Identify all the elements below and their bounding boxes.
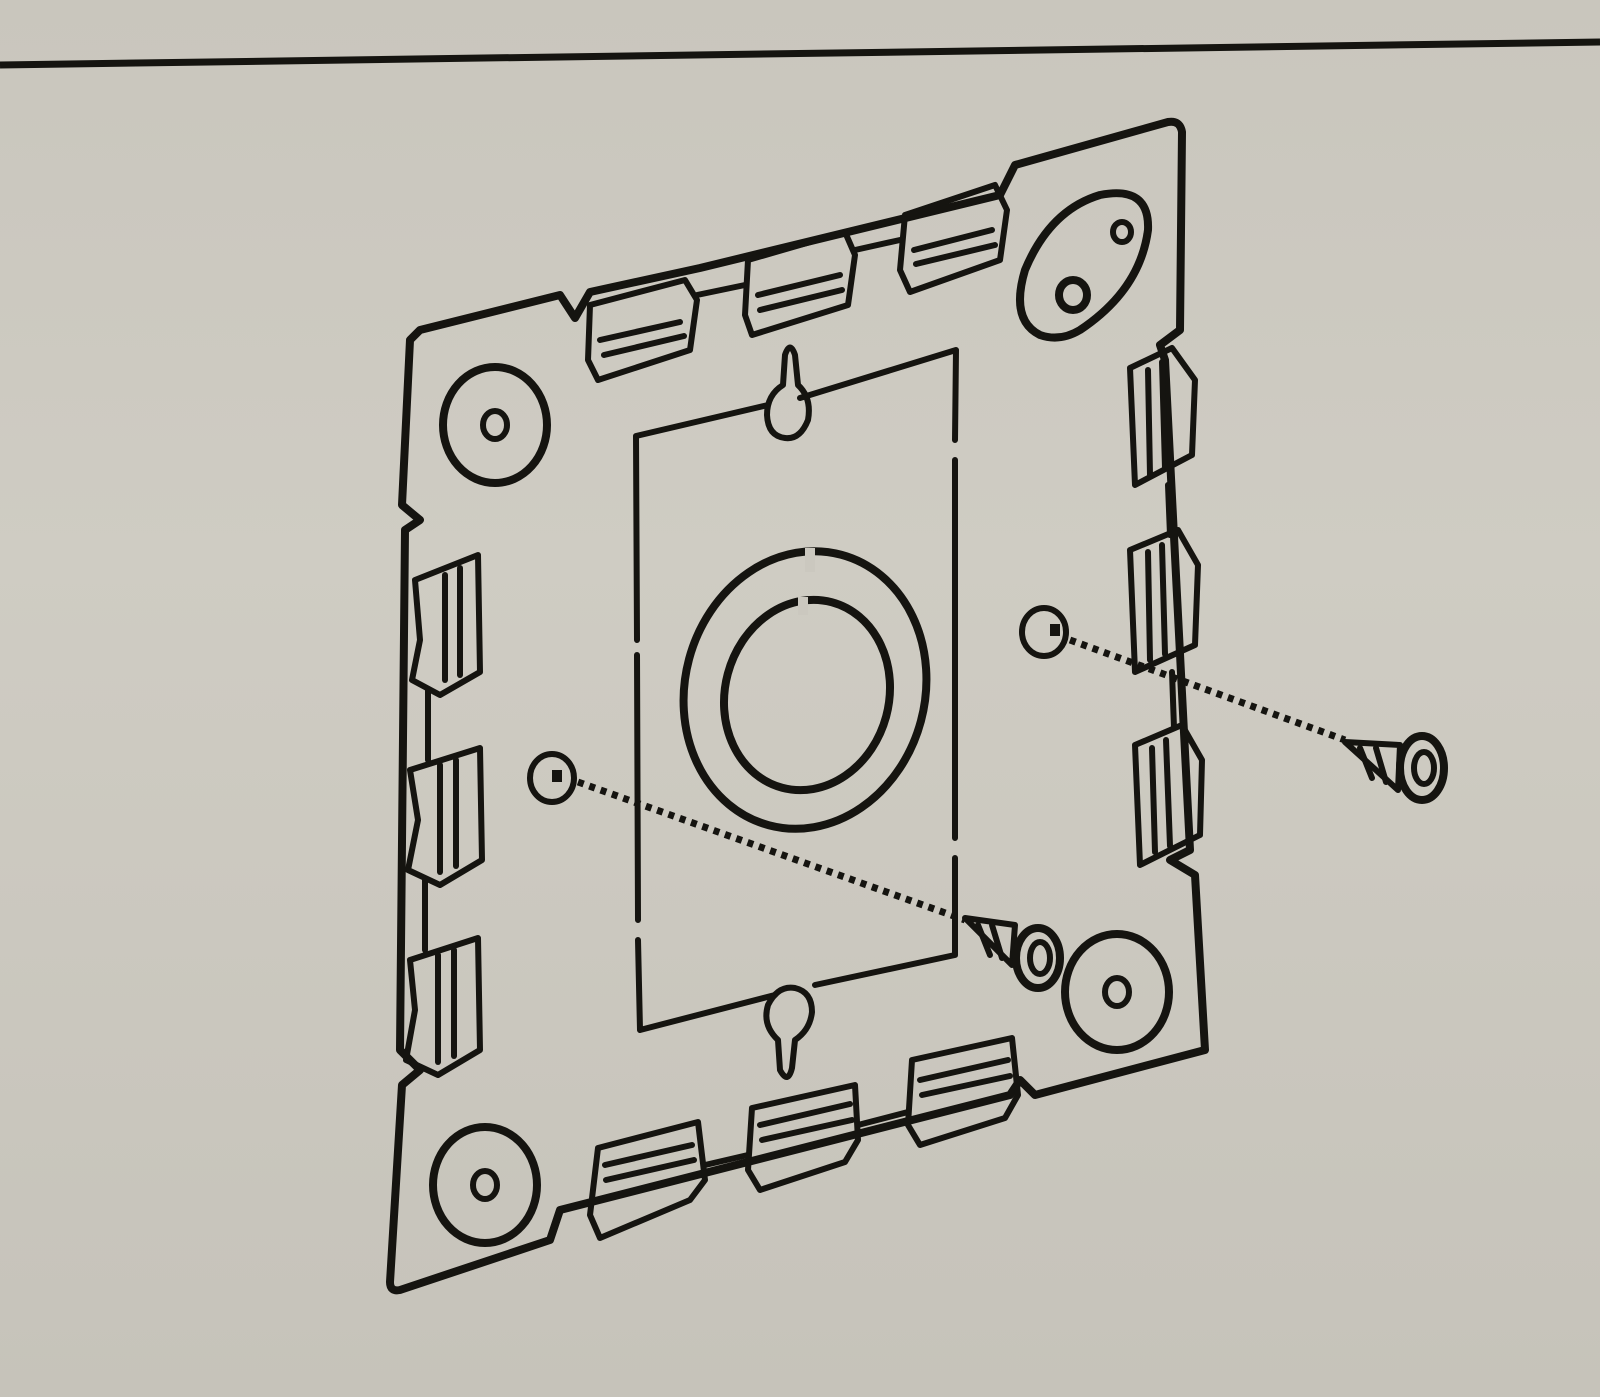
mounting-hole-left [527,751,577,805]
center-ring-inner [719,595,895,795]
screw-path-right [1068,636,1347,744]
mounting-hole-right [1019,605,1069,659]
screw-right [1342,732,1448,804]
keyhole-top [764,344,812,442]
corner-boss-bottom-right [1061,930,1173,1054]
clips-right [1127,345,1205,868]
corner-boss-top-left [439,363,551,487]
center-ring-outer [679,547,931,833]
inner-opening [633,347,959,1033]
corner-boss-bottom-left [429,1123,541,1247]
header-rule [0,38,1600,69]
screw-path-left [576,778,967,924]
clips-bottom [587,1035,1021,1241]
corner-slot-top-right [1016,189,1153,342]
clips-left [403,552,485,1078]
clips-top [585,182,1010,383]
keyhole-bottom [763,984,815,1080]
screw-left [962,915,1064,992]
mounting-plate-outline [386,117,1209,1295]
